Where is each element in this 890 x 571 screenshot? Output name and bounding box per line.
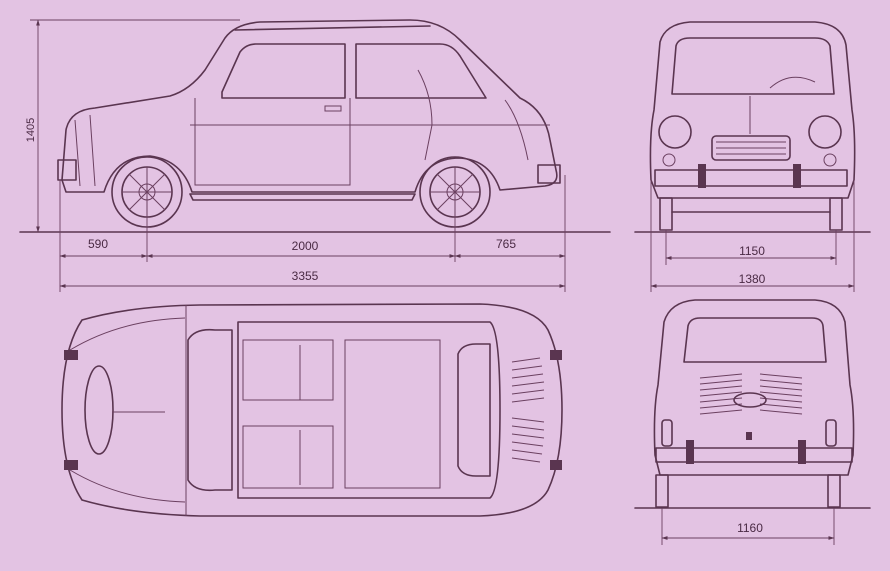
- front-windshield: [671, 37, 835, 95]
- rear-right-louvres: [759, 373, 803, 415]
- rear-window: [683, 317, 827, 363]
- front-bumper: [654, 169, 848, 187]
- top-front-left-bumper: [64, 350, 78, 360]
- top-roof: [237, 321, 501, 499]
- rear-left-taillight: [661, 419, 673, 447]
- overall-length-label: 3355: [292, 269, 319, 283]
- top-spare-wheel: [84, 365, 114, 455]
- front-body-outline: [649, 21, 856, 199]
- front-grille: [711, 135, 791, 161]
- rear-view: 1160: [634, 299, 871, 545]
- height-label: 1405: [25, 118, 37, 142]
- top-rear-window: [457, 343, 491, 477]
- front-right-overrider: [793, 164, 801, 188]
- side-roof-line: [234, 25, 431, 31]
- rear-right-tire: [827, 474, 841, 508]
- top-front-seat-right: [242, 425, 334, 489]
- front-left-tire: [659, 197, 673, 231]
- rear-badge: [733, 392, 767, 408]
- top-rear-right-bumper: [550, 460, 562, 470]
- top-front-fenders: [69, 317, 186, 503]
- top-view: [61, 303, 563, 517]
- rear-left-overrider: [686, 440, 694, 464]
- top-rear-left-bumper: [550, 350, 562, 360]
- side-front-grille: [74, 114, 96, 187]
- side-door-handle: [324, 105, 342, 112]
- front-left-headlight: [658, 115, 692, 149]
- top-front-seat-left: [242, 339, 334, 401]
- top-engine-louvres: [511, 357, 545, 463]
- side-rear-pillar: [417, 69, 433, 161]
- side-view: 1405 590 2000 765 3355: [19, 19, 611, 292]
- side-front-bumper: [57, 159, 77, 181]
- front-view: 1150 1380: [634, 21, 871, 292]
- side-engine-vent: [504, 99, 529, 161]
- front-track-label: 1150: [739, 244, 765, 258]
- side-front-window: [221, 43, 346, 99]
- rear-bumper: [655, 447, 853, 463]
- wheelbase-label: 2000: [292, 239, 319, 253]
- rear-right-taillight: [825, 419, 837, 447]
- side-rear-bumper: [537, 164, 561, 184]
- side-rear-window: [355, 43, 487, 99]
- front-grille-bars: [716, 141, 786, 155]
- side-body-outline: [61, 19, 558, 193]
- front-right-headlight: [808, 115, 842, 149]
- front-overhang-label: 590: [88, 237, 108, 251]
- top-front-right-bumper: [64, 460, 78, 470]
- overall-width-label: 1380: [739, 272, 766, 286]
- side-door: [194, 98, 351, 186]
- rear-overhang-label: 765: [496, 237, 516, 251]
- rear-right-overrider: [798, 440, 806, 464]
- top-rear-bench: [344, 339, 441, 489]
- front-left-overrider: [698, 164, 706, 188]
- rear-left-tire: [655, 474, 669, 508]
- top-windshield: [187, 328, 233, 492]
- top-body-outline: [61, 303, 563, 517]
- rear-left-louvres: [699, 373, 743, 415]
- front-left-indicator: [662, 153, 676, 167]
- front-steering-wheel: [769, 76, 816, 89]
- rear-plate-light: [746, 432, 752, 440]
- front-right-tire: [829, 197, 843, 231]
- rear-track-label: 1160: [737, 521, 763, 535]
- side-sill: [189, 193, 416, 201]
- rear-body-outline: [653, 299, 855, 476]
- front-right-indicator: [823, 153, 837, 167]
